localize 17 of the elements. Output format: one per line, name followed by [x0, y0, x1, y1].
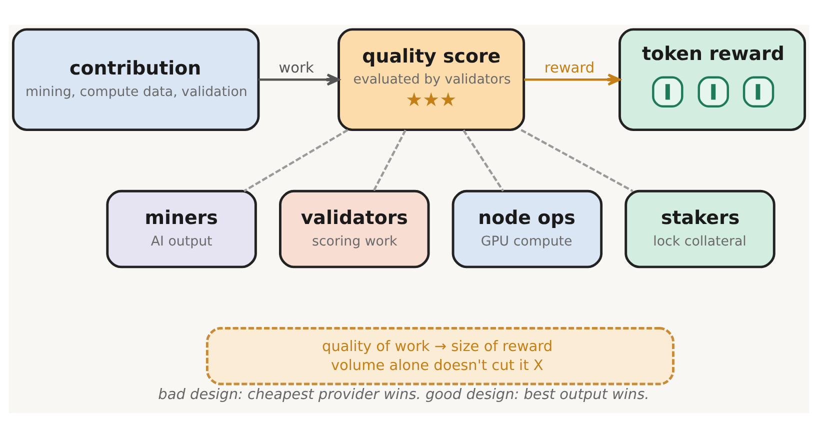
node-box: miners AI output: [106, 190, 257, 268]
connector: [243, 129, 348, 192]
edge-label: reward: [544, 60, 595, 76]
connector: [462, 130, 504, 192]
node-box: node ops GPU compute: [452, 190, 603, 268]
node-box: quality score evaluated by validators ★★★: [338, 28, 526, 132]
edge-label: work: [278, 60, 314, 76]
connector: [372, 130, 406, 192]
node-box: validators scoring work: [279, 190, 430, 268]
arrow: [524, 74, 621, 86]
node-box: quality of work → size of reward volume alone doesn't cut it X: [206, 327, 674, 386]
node-box: contribution mining, compute data, validation: [12, 28, 260, 132]
caption: bad design: cheapest provider wins. good design: best output wins.: [158, 386, 650, 403]
connector: [520, 128, 634, 192]
arrow: [258, 74, 340, 86]
node-box: token reward: [618, 28, 806, 132]
node-box: stakers lock collateral: [624, 190, 776, 268]
